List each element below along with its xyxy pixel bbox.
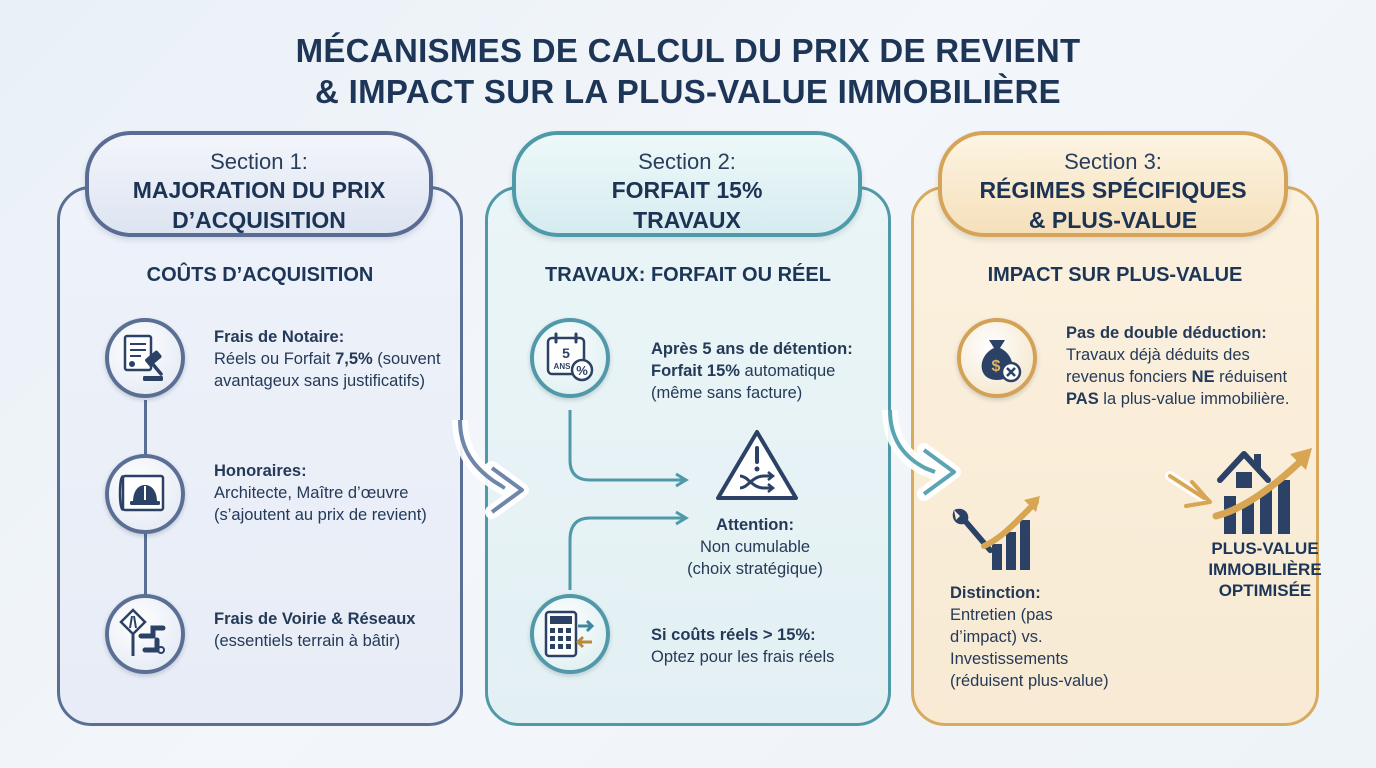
wrench-growth-chart-icon [952,496,1040,570]
section-1-label: Section 1: [210,149,308,174]
roads-text: Frais de Voirie & Réseaux (essentiels te… [214,608,444,652]
roads-desc: (essentiels terrain à bâtir) [214,632,401,650]
no-double-deduction-desc-a: Travaux déjà déduits des revenus foncier… [1066,346,1250,386]
section-2-header: Section 2: FORFAIT 15% TRAVAUX [512,131,862,237]
distinction-desc: Entretien (pas d’impact) vs. Investissem… [950,606,1109,690]
section-3-label: Section 3: [1064,149,1162,174]
fees-label: Honoraires: [214,462,307,480]
section-1-name: MAJORATION DU PRIX D’ACQUISITION [132,177,386,233]
money-bag-icon-badge: $ [957,318,1037,398]
section-2-subhead: TRAVAUX: FORFAIT OU RÉEL [545,264,831,286]
after-5-years-label: Après 5 ans de détention: [651,340,853,358]
no-double-deduction-pas: PAS [1066,390,1099,408]
warning-shuffle-icon [716,430,798,500]
attention-desc-c: (choix stratégique) [687,560,823,578]
real-costs-label: Si coûts réels > 15%: [651,626,816,644]
notary-fees-desc-a: Réels ou Forfait [214,350,336,368]
section-3-name: RÉGIMES SPÉCIFIQUES & PLUS-VALUE [979,177,1247,233]
attention-text: Attention: Non cumulable (choix stratégi… [660,514,850,580]
svg-text:$: $ [992,358,1001,375]
title-line-2: & IMPACT SUR LA PLUS-VALUE IMMOBILIÈRE [315,73,1061,110]
blueprint-helmet-icon [118,474,165,512]
road-sign-pipes-icon [119,608,166,656]
house-growth-arrow-icon [1212,448,1312,534]
fees-icon-badge [105,454,185,534]
section-3-header: Section 3: RÉGIMES SPÉCIFIQUES & PLUS-VA… [938,131,1288,237]
section-3-subhead: IMPACT SUR PLUS-VALUE [987,264,1243,286]
section-2-connector-lines [568,410,689,590]
notary-fees-text: Frais de Notaire: Réels ou Forfait 7,5% … [214,326,444,392]
notary-fees-rate: 7,5% [335,350,373,368]
notary-fees-label: Frais de Notaire: [214,328,345,346]
calculator-arrows-icon [544,610,595,658]
no-double-deduction-desc-c: réduisent [1214,368,1288,386]
money-bag-x-icon: $ [981,340,1022,383]
flow-arrow-2-to-3 [882,410,961,501]
section-1-header: Section 1: MAJORATION DU PRIX D’ACQUISIT… [85,131,433,237]
optimized-capital-gain-label: PLUS-VALUE IMMOBILIÈRE OPTIMISÉE [1208,539,1322,600]
calendar-5-ans-percent-icon: 5 ANS % [546,332,594,382]
after-5-years-text: Après 5 ans de détention: Forfait 15% au… [651,338,886,404]
calendar-percent: % [576,363,588,378]
attention-desc-a: Non cumulable [699,538,811,556]
flow-arrow-1-to-2 [452,420,529,519]
fees-desc: Architecte, Maître d’œuvre (s’ajoutent a… [214,484,427,524]
fees-text: Honoraires: Architecte, Maître d’œuvre (… [214,460,444,526]
page-title: MÉCANISMES DE CALCUL DU PRIX DE REVIENT … [0,30,1376,112]
notary-fees-desc-c: (souvent avantageux sans justificatifs) [214,350,441,390]
calculator-icon-badge [530,594,610,674]
real-costs-desc: Optez pour les frais réels [651,648,835,666]
notary-icon-badge [105,318,185,398]
roads-icon-badge [105,594,185,674]
flat-rate-15: Forfait 15% [651,362,740,380]
after-5-years-desc-c: (même sans facture) [651,384,803,402]
calendar-number: 5 [562,345,570,361]
notary-document-gavel-icon [123,334,163,381]
real-costs-text: Si coûts réels > 15%: Optez pour les fra… [651,624,886,668]
section-2-label: Section 2: [638,149,736,174]
no-double-deduction-text: Pas de double déduction: Travaux déjà dé… [1066,322,1306,410]
no-double-deduction-desc-e: la plus-value immobilière. [1098,390,1290,408]
no-double-deduction-label: Pas de double déduction: [1066,324,1267,342]
section-3-panel [911,186,1319,726]
attention-label: Attention: [716,516,794,534]
roads-label: Frais de Voirie & Réseaux [214,610,416,628]
section-2-name: FORFAIT 15% TRAVAUX [611,177,763,233]
calendar-word: ANS [554,362,572,371]
no-double-deduction-ne: NE [1191,368,1215,386]
calendar-icon-badge: 5 ANS % [530,318,610,398]
section-3-flow-arrow [1165,471,1212,508]
section-1-subhead: COÛTS D’ACQUISITION [146,264,374,286]
optimized-capital-gain-text: PLUS-VALUE IMMOBILIÈRE OPTIMISÉE [1190,538,1340,601]
title-line-1: MÉCANISMES DE CALCUL DU PRIX DE REVIENT [295,32,1081,69]
distinction-label: Distinction: [950,584,1041,602]
distinction-text: Distinction: Entretien (pas d’impact) vs… [950,582,1115,692]
after-5-years-desc-a: automatique [739,362,836,380]
